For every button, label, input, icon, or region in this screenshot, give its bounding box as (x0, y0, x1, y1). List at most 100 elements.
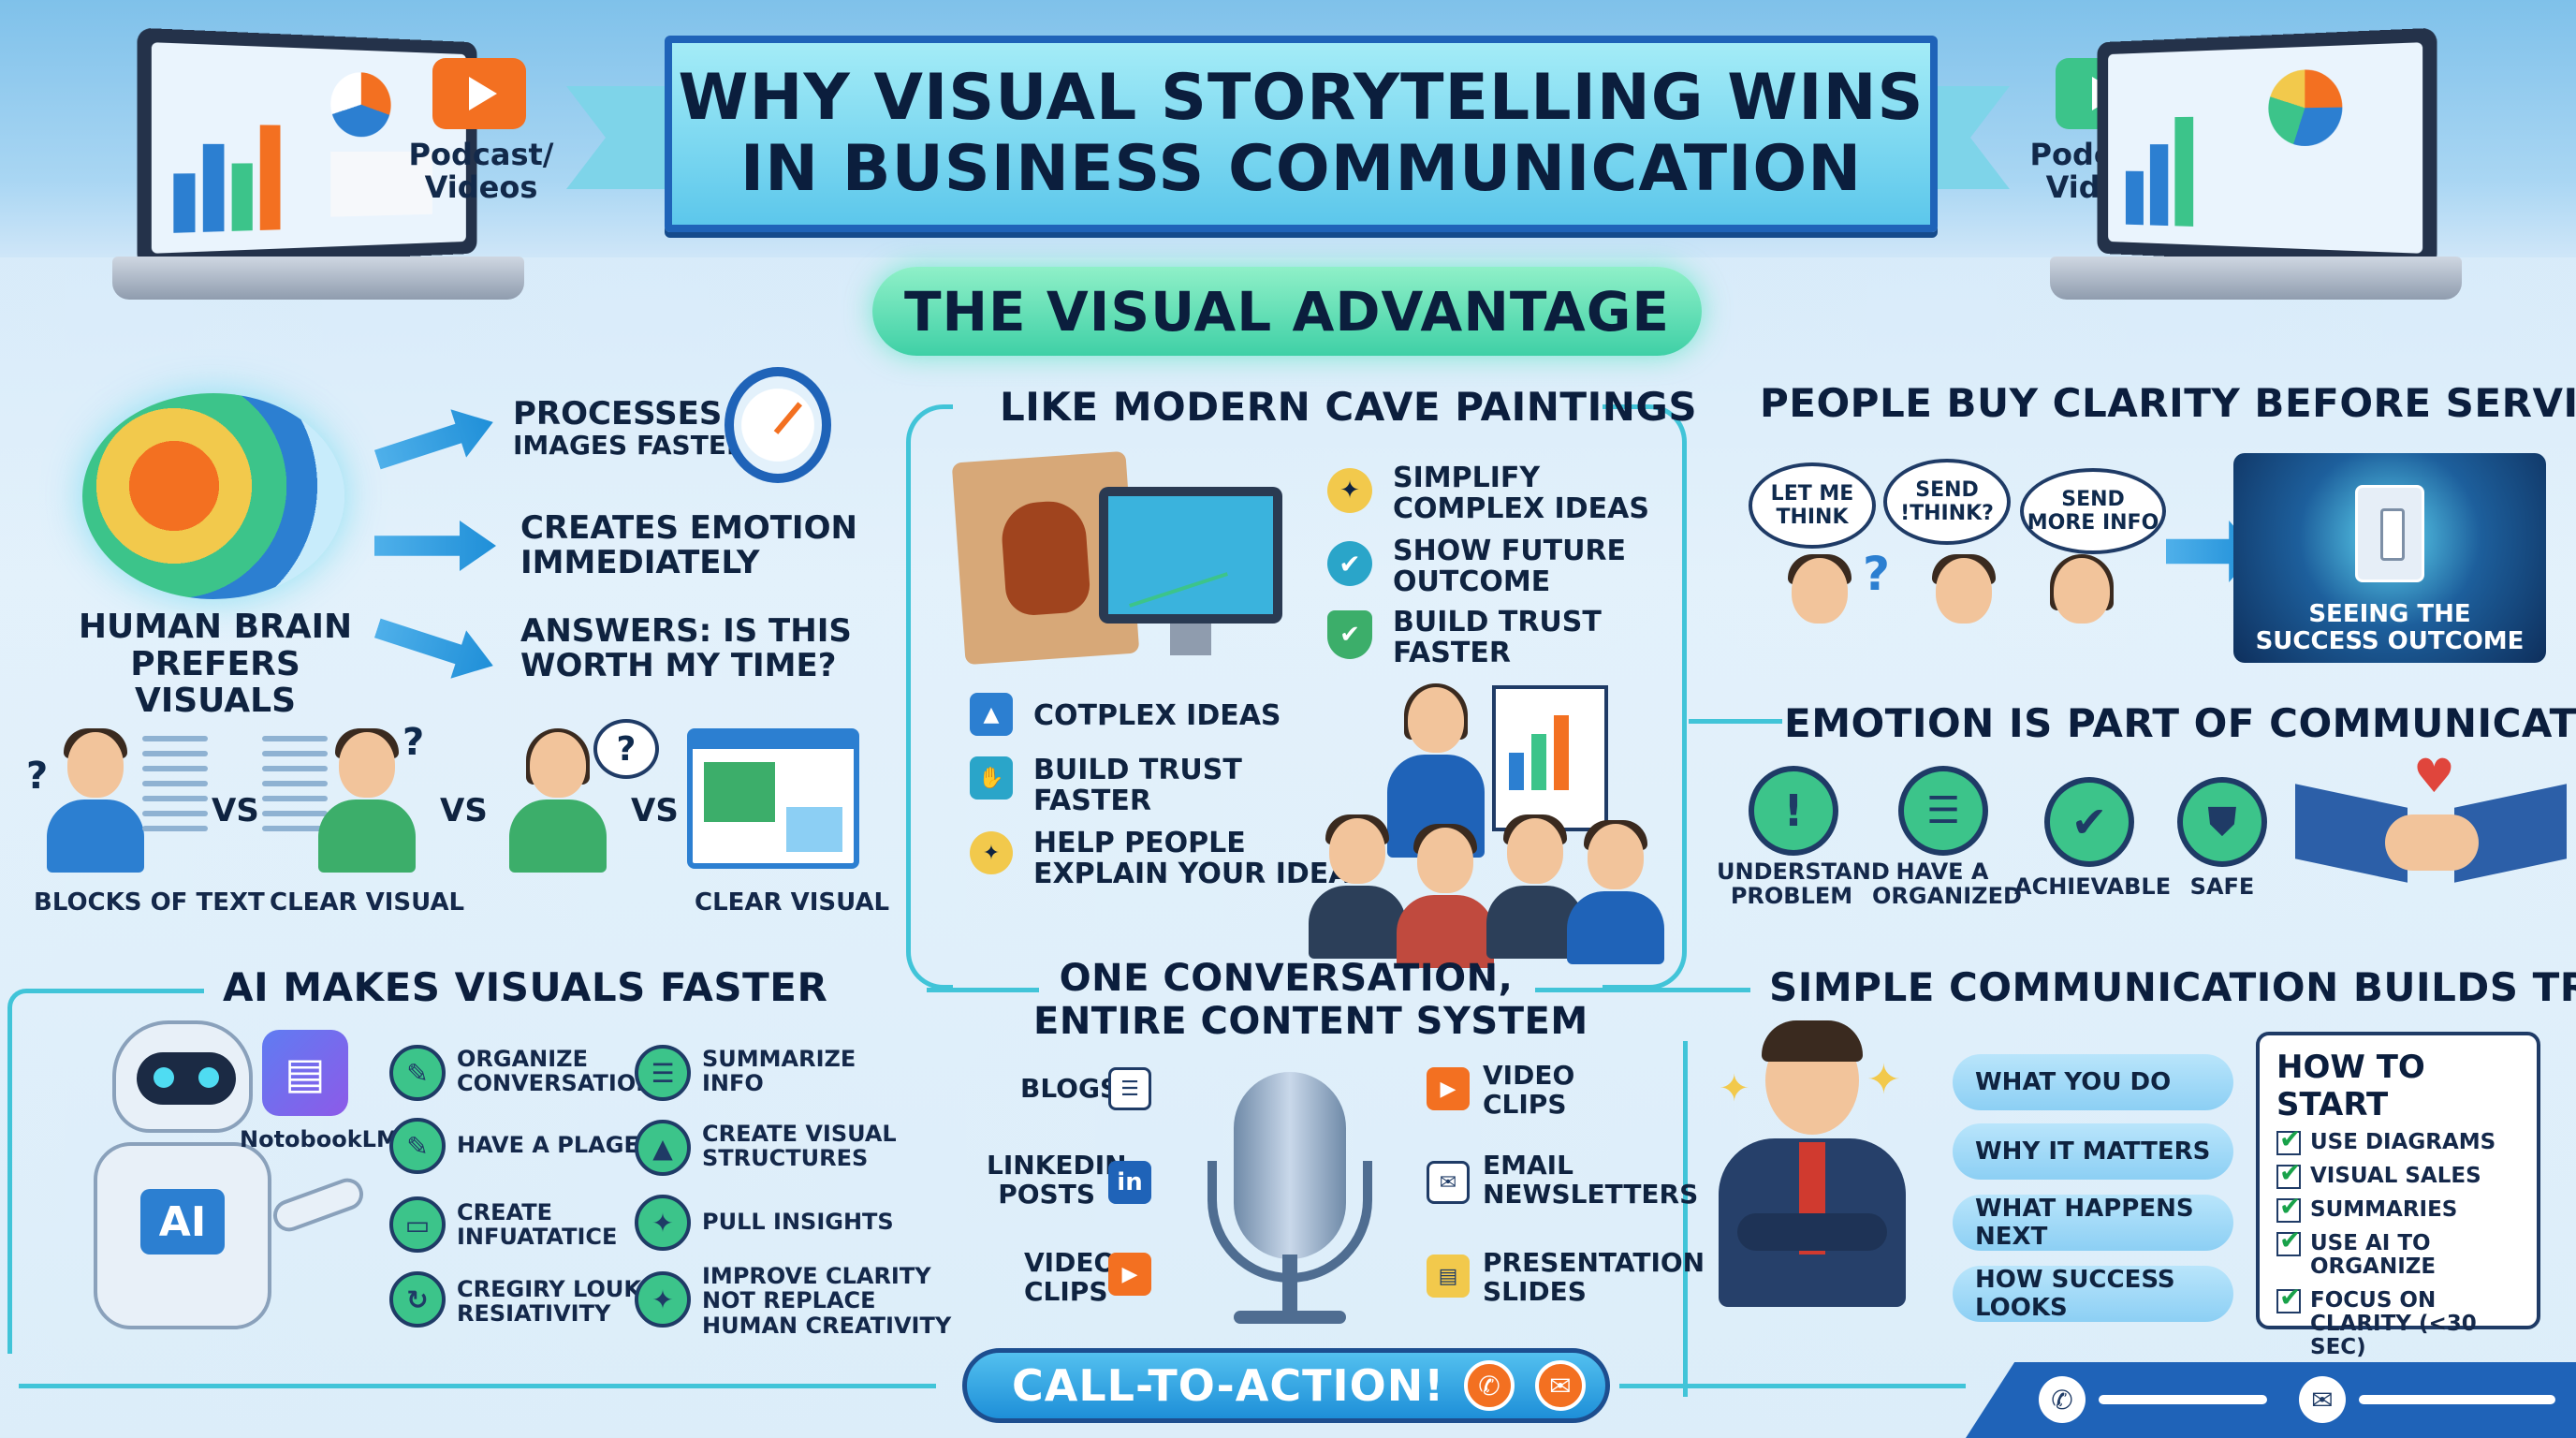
trust-step-why-it-matters: WHY IT MATTERS (1953, 1123, 2233, 1180)
connector-line (19, 1384, 936, 1388)
cave-left-item-trust: BUILD TRUST FASTER (1033, 755, 1242, 816)
growth-chart-icon: ▲ (970, 693, 1013, 736)
trust-step-what-you-do: WHAT YOU DO (1953, 1054, 2233, 1110)
output-blogs: BLOGS (1020, 1075, 1119, 1104)
ai-item-cregiry: CREGIRY LOUKRESIATIVITY (457, 1277, 641, 1327)
sparkle-icon: ✦ (1719, 1067, 1750, 1110)
output-video-clips-right: VIDEOCLIPS (1483, 1062, 1574, 1120)
slides-icon: ▤ (1427, 1255, 1470, 1298)
visual-advantage-banner: THE VISUAL ADVANTAGE (872, 267, 1702, 356)
ai-section-title: AI MAKES VISUALS FASTER (223, 964, 827, 1010)
vs-label: VS (631, 794, 679, 829)
handshake-heart-icon: ♥ (2295, 749, 2567, 899)
emotion-section-title: EMOTION IS PART OF COMMUNICATION (1784, 700, 2576, 746)
play-icon: ▶ (1108, 1253, 1151, 1296)
microphone-icon (1234, 1072, 1346, 1259)
linkedin-icon: in (1108, 1161, 1151, 1204)
vs-label: VS (212, 794, 259, 829)
mic-base (1234, 1311, 1346, 1324)
left-play-icon (432, 58, 526, 129)
cave-section-title: LIKE MODERN CAVE PAINTINGS (1000, 384, 1697, 430)
how-to-start-item: VISUAL SALES (2276, 1165, 2520, 1189)
ai-item-visual-structures: CREATE VISUALSTRUCTURES (702, 1122, 897, 1171)
vs-label: VS (440, 794, 488, 829)
worried-man-face (1908, 558, 2020, 698)
text-block-icon (142, 736, 208, 841)
shield-icon: ⛊ (2177, 777, 2267, 867)
connector-line (927, 988, 1039, 992)
conversation-section-title: ONE CONVERSATION, ENTIRE CONTENT SYSTEM (1033, 957, 1539, 1043)
success-outcome-card: SEEING THE SUCCESS OUTCOME (2233, 453, 2546, 663)
email-icon[interactable]: ✉ (2299, 1376, 2346, 1423)
connector-line (1619, 1384, 1966, 1388)
cave-right-item-trust: BUILD TRUST FASTER (1393, 607, 1602, 668)
light-switch-icon (2355, 485, 2424, 582)
benefit-worth-time: ANSWERS: IS THIS WORTH MY TIME? (520, 614, 852, 684)
outcome-label-1: SEEING THE (2233, 601, 2546, 628)
email-icon: ✉ (1427, 1161, 1470, 1204)
document-icon: ☰ (635, 1045, 691, 1101)
checkbox-icon (2276, 1232, 2301, 1256)
comparison-label-blocks: BLOCKS OF TEXT (34, 889, 265, 917)
notebooklm-label: NotobookLM (240, 1127, 399, 1152)
speech-bubble: LET METHINK (1749, 462, 1876, 549)
clear-visual-window-icon (687, 728, 859, 869)
trust-section-title: SIMPLE COMMUNICATION BUILDS TRUST (1769, 964, 2576, 1010)
output-linkedin: LINKEDINPOSTS (987, 1152, 1095, 1210)
output-email: EMAILNEWSLETTERS (1483, 1152, 1698, 1210)
check-icon: ✔ (2044, 777, 2134, 867)
check-circle-icon: ✔ (1327, 541, 1372, 586)
connector-line (906, 404, 953, 990)
clipboard-icon: ☰ (1898, 766, 1988, 856)
worried-man-face (1764, 558, 1876, 698)
brain-caption: HUMAN BRAIN PREFERS VISUALS (56, 609, 374, 720)
cave-right-item-future: SHOW FUTURE OUTCOME (1393, 536, 1626, 597)
ai-item-plagem: HAVE A PLAGEM (457, 1133, 662, 1157)
arrow-right-icon (370, 604, 501, 690)
question-mark-icon: ? (402, 721, 424, 764)
footer-line (2099, 1395, 2267, 1404)
footer-line (2359, 1395, 2555, 1404)
connector-line (1683, 1041, 1688, 1397)
presentation-scene-illustration (1305, 678, 1657, 923)
speech-bubble: SEND!THINK? (1883, 459, 2011, 545)
monitor-stand (1170, 624, 1211, 655)
question-bubble-icon: ? (593, 719, 659, 779)
checkbox-icon (2276, 1198, 2301, 1223)
lightbulb-icon: ✦ (635, 1195, 691, 1251)
right-laptop-illustration (2050, 36, 2462, 307)
emotion-label-organized: HAVE AORGANIZED (1872, 859, 2012, 909)
lightbulb-icon: ✦ (635, 1271, 691, 1328)
arrow-right-icon (374, 521, 496, 571)
trust-step-what-happens-next: WHAT HAPPENS NEXT (1953, 1195, 2233, 1251)
notebooklm-app-icon: ▤ (262, 1030, 348, 1116)
idea-bulb-icon: ✦ (970, 831, 1013, 874)
emotion-label-achievable: ACHIEVABLE (2014, 874, 2168, 899)
whatsapp-icon[interactable]: ✆ (1464, 1360, 1515, 1411)
question-mark-icon: ? (1863, 547, 1890, 601)
checkbox-icon (2276, 1165, 2301, 1189)
exclamation-icon: ! (1749, 766, 1838, 856)
confused-person-figure (39, 732, 152, 873)
phone-icon[interactable]: ✆ (2039, 1376, 2086, 1423)
clarity-section-title: PEOPLE BUY CLARITY BEFORE SERVICES (1760, 380, 2576, 426)
email-icon[interactable]: ✉ (1535, 1360, 1586, 1411)
benefit-processes-images: PROCESSES IMAGES FASTER (513, 397, 747, 461)
benefit-creates-emotion: CREATES EMOTION IMMEDIATELY (520, 511, 857, 581)
how-to-start-item: FOCUS ON CLARITY (<30 SEC) (2276, 1289, 2520, 1360)
handshake-icon: ✋ (970, 756, 1013, 800)
how-to-start-item: SUMMARIES (2276, 1198, 2520, 1223)
play-icon: ▶ (1427, 1067, 1470, 1110)
comparison-label-clear-2: CLEAR VISUAL (695, 889, 889, 917)
comparison-label-clear-1: CLEAR VISUAL (270, 889, 464, 917)
how-to-start-item: USE DIAGRAMS (2276, 1131, 2520, 1155)
chart-icon: ▲ (635, 1120, 691, 1176)
brain-icon (82, 393, 344, 599)
checkbox-icon (2276, 1131, 2301, 1155)
cave-left-item-complex: COTPLEX IDEAS (1033, 700, 1281, 731)
page-title-line-1: WHY VISUAL STORYTELLING WINS (679, 63, 1925, 134)
cave-right-item-simplify: SIMPLIFY COMPLEX IDEAS (1393, 462, 1649, 524)
title-banner: WHY VISUAL STORYTELLING WINS IN BUSINESS… (665, 36, 1938, 232)
monitor-chart-icon (1099, 487, 1282, 624)
ai-item-insights: PULL INSIGHTS (702, 1210, 894, 1234)
